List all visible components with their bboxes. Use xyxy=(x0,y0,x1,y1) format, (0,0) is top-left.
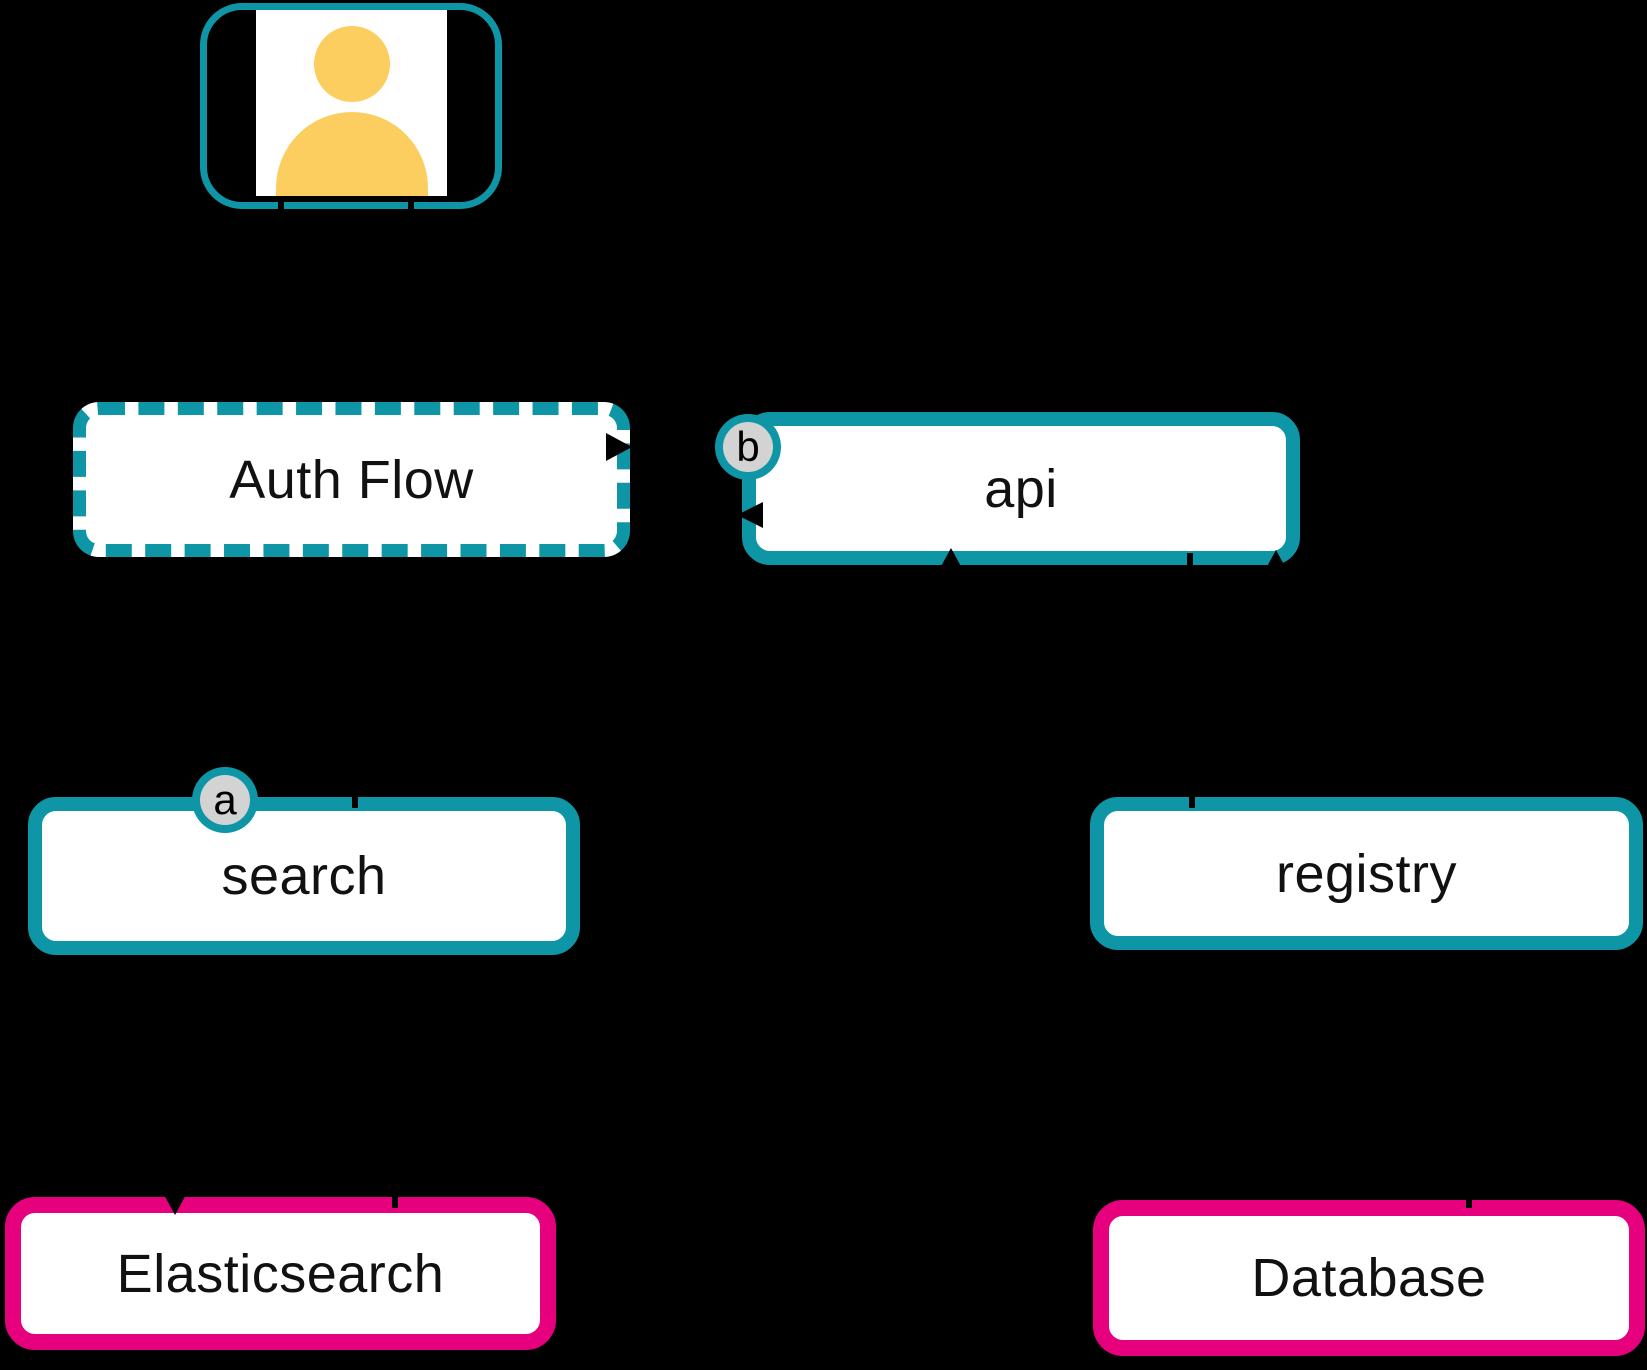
arrowhead-api-bottom2-icon xyxy=(1264,550,1288,572)
edge-stub-api-bottom-icon xyxy=(1187,553,1193,571)
node-search-label: search xyxy=(221,846,387,906)
node-database-label: Database xyxy=(1251,1248,1487,1308)
edge-stub-user-bottom2-icon xyxy=(408,202,414,214)
node-api: api xyxy=(742,412,1300,565)
arrowhead-api-bottom-icon xyxy=(939,548,963,570)
edge-stub-registry-top-icon xyxy=(1189,794,1195,808)
badge-a-label: a xyxy=(200,775,250,825)
badge-b: b xyxy=(715,414,781,480)
user-icon xyxy=(256,10,447,196)
node-registry: registry xyxy=(1090,797,1643,950)
node-elasticsearch-label: Elasticsearch xyxy=(116,1243,445,1304)
node-database: Database xyxy=(1093,1200,1645,1356)
node-auth-flow-label: Auth Flow xyxy=(229,449,474,510)
user-shoulders-shape xyxy=(275,112,428,196)
arrowhead-api-left-icon xyxy=(737,502,763,528)
node-search: search xyxy=(28,797,580,955)
node-registry-label: registry xyxy=(1275,843,1458,904)
edge-stub-user-bottom-icon xyxy=(278,202,284,214)
arrowhead-elasticsearch-top-icon xyxy=(162,1191,188,1215)
node-user xyxy=(200,3,502,209)
edge-stub-search-top-icon xyxy=(352,794,358,808)
node-auth-flow: Auth Flow xyxy=(73,402,630,557)
user-head-shape xyxy=(313,26,390,102)
edge-stub-elasticsearch-top-icon xyxy=(392,1192,398,1208)
arrowhead-authflow-right-icon xyxy=(606,433,632,461)
edge-stub-database-top-icon xyxy=(1466,1196,1472,1208)
badge-a: a xyxy=(192,767,258,833)
node-elasticsearch: Elasticsearch xyxy=(5,1197,556,1350)
node-api-label: api xyxy=(984,458,1058,519)
badge-b-label: b xyxy=(723,422,773,472)
